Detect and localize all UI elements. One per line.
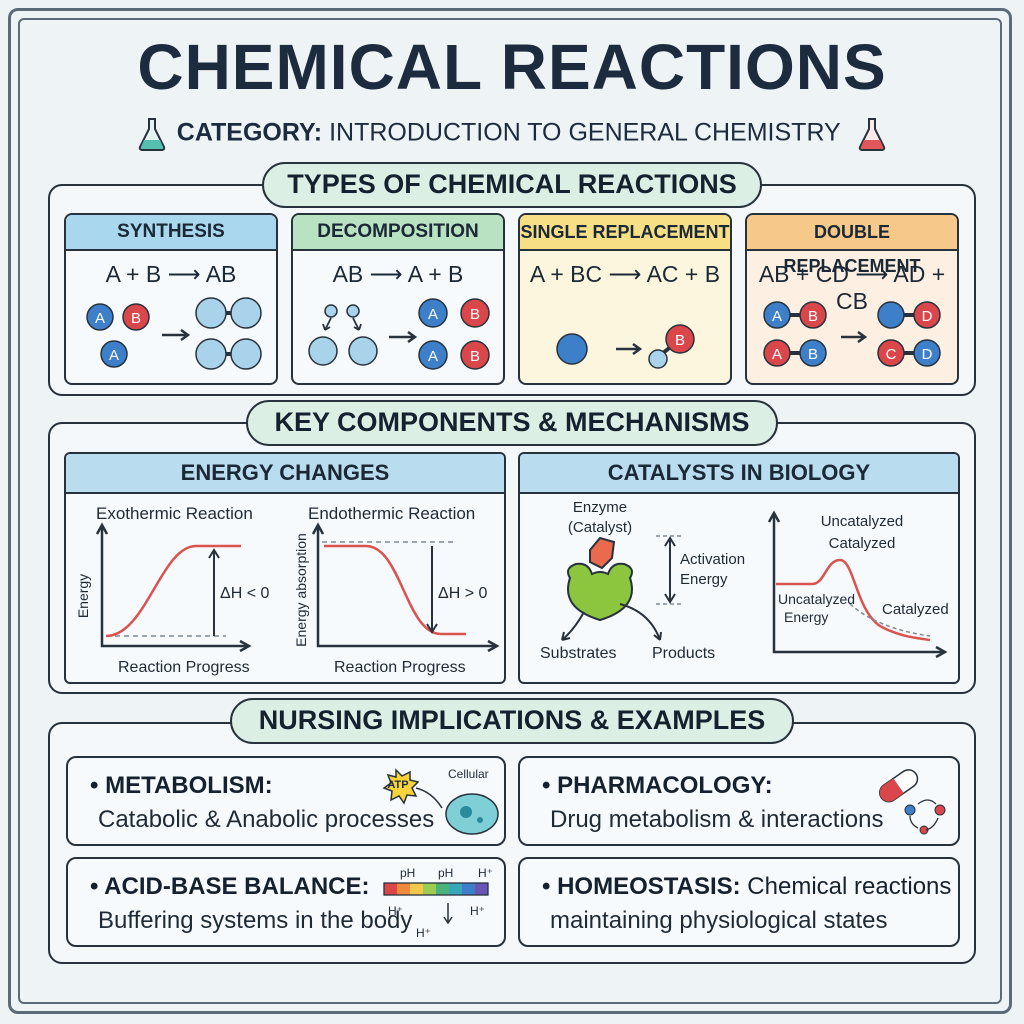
atom-b: B: [808, 346, 818, 363]
atom-a: A: [428, 348, 438, 365]
ph-label: pH: [400, 866, 415, 880]
decomposition-equation: AB ⟶ A + B: [332, 261, 464, 287]
atom-a: A: [428, 306, 438, 323]
single-replacement-equation: A + BC ⟶ AC + B: [529, 261, 721, 287]
single-replacement-title: SINGLE REPLACEMENT: [520, 215, 730, 251]
catalyzed-curve-label: Catalyzed: [882, 601, 949, 618]
energy-changes-title: ENERGY CHANGES: [66, 454, 504, 494]
atom-a: A: [772, 346, 782, 363]
metabolism-box: • METABOLISM: Catabolic & Anabolic proce…: [66, 756, 506, 846]
ph-scale-icon: pH pH H⁺ H⁺ H⁺ H⁺: [383, 866, 493, 940]
flask-icon: [138, 118, 165, 151]
atp-label: ATP: [387, 779, 408, 791]
uncatalyzed-label: Uncatalyzed: [821, 513, 904, 530]
category-value: INTRODUCTION TO GENERAL CHEMISTRY: [329, 118, 841, 147]
exothermic-y-label: Energy: [75, 574, 91, 618]
metabolism-title: • METABOLISM:: [90, 772, 273, 799]
metabolism-text: Catabolic & Anabolic processes: [98, 806, 435, 833]
homeostasis-title-rest: Chemical reactions: [740, 873, 952, 900]
h-ion-label-3: H⁺: [470, 904, 485, 918]
uncatalyzed-energy-label-2: Energy: [784, 609, 828, 625]
pharmacology-text: Drug metabolism & interactions: [550, 806, 884, 833]
atom-b: B: [808, 308, 818, 325]
atom-a: A: [109, 347, 119, 364]
double-replacement-title: DOUBLE REPLACEMENT: [747, 215, 957, 276]
decomposition-title: DECOMPOSITION: [293, 215, 503, 251]
energy-diagrams: Energy ΔH < 0 Reaction Progress Energy a…: [75, 522, 500, 676]
synthesis-equation: A + B ⟶ AB: [105, 261, 237, 287]
atom-b: B: [470, 348, 480, 365]
catalysts-panel: CATALYSTS IN BIOLOGY Enzyme (Catalyst) S…: [518, 452, 960, 684]
atom-b: B: [470, 306, 480, 323]
uncatalyzed-energy-label: Uncatalyzed: [778, 591, 855, 607]
catalysts-title: CATALYSTS IN BIOLOGY: [520, 454, 958, 494]
h-ion-label-4: H⁺: [416, 926, 431, 940]
atom-d: D: [922, 308, 933, 325]
catalysts-diagram: Enzyme (Catalyst) Substrates Products Ac…: [540, 499, 949, 662]
activation-energy-label: Energy: [680, 571, 728, 588]
acid-base-box: • ACID-BASE BALANCE: Buffering systems i…: [66, 857, 506, 947]
atom-a: A: [95, 310, 105, 327]
homeostasis-title: • HOMEOSTASIS:: [542, 873, 741, 900]
pharmacology-title: • PHARMACOLOGY:: [542, 772, 773, 799]
synthesis-title: SYNTHESIS: [66, 215, 276, 251]
products-label: Products: [652, 645, 715, 662]
atom-d: D: [922, 346, 933, 363]
homeostasis-title-line: • HOMEOSTASIS: Chemical reactions: [542, 873, 951, 901]
decomposition-illustration: A B A B: [308, 298, 490, 370]
pharmacology-box: • PHARMACOLOGY: Drug metabolism & intera…: [518, 756, 960, 846]
atom-b: B: [675, 332, 685, 349]
page-title: CHEMICAL REACTIONS: [137, 31, 887, 103]
single-replacement-illustration: B: [556, 324, 695, 369]
catalyst-label: (Catalyst): [568, 519, 632, 536]
components-heading: KEY COMPONENTS & MECHANISMS: [246, 400, 778, 446]
beaker-icon: [859, 118, 886, 151]
exothermic-title: Exothermic Reaction: [96, 504, 253, 523]
exothermic-x-label: Reaction Progress: [118, 659, 250, 676]
ph-label-2: pH: [438, 866, 453, 880]
substrates-label: Substrates: [540, 645, 616, 662]
atp-cell-icon: ATP Cellular: [382, 767, 499, 835]
atom-c: C: [886, 346, 897, 363]
double-replacement-illustration: A B A B D C D: [763, 301, 941, 367]
types-heading: TYPES OF CHEMICAL REACTIONS: [262, 162, 762, 208]
pill-capsule-icon: [879, 769, 946, 835]
double-replacement-equation: AB + CD ⟶ AD + CB: [758, 261, 946, 314]
endothermic-title: Endothermic Reaction: [308, 504, 476, 523]
outer-frame: [8, 8, 1012, 1014]
synthesis-illustration: A B A: [86, 297, 262, 370]
homeostasis-text: maintaining physiological states: [550, 907, 888, 934]
acid-base-text: Buffering systems in the body: [98, 907, 413, 934]
h-ion-label: H⁺: [478, 866, 493, 880]
category-line: CATEGORY: INTRODUCTION TO GENERAL CHEMIS…: [0, 116, 1024, 152]
h-ion-label-2: H⁺: [388, 904, 403, 918]
atom-b: B: [131, 310, 141, 327]
double-replacement-card: DOUBLE REPLACEMENT AB + CD ⟶ AD + CB A B…: [745, 213, 959, 385]
activation-label: Activation: [680, 551, 745, 568]
endothermic-x-label: Reaction Progress: [334, 659, 466, 676]
homeostasis-box: • HOMEOSTASIS: Chemical reactions mainta…: [518, 857, 960, 947]
catalyzed-label: Catalyzed: [829, 535, 896, 552]
decomposition-card: DECOMPOSITION AB ⟶ A + B A B A B: [291, 213, 505, 385]
enzyme-label: Enzyme: [573, 499, 627, 516]
substrate-shape: [589, 536, 616, 570]
inner-frame: [18, 18, 1002, 1004]
nursing-heading: NURSING IMPLICATIONS & EXAMPLES: [230, 698, 794, 744]
category-label: CATEGORY:: [176, 118, 323, 147]
endothermic-delta: ΔH > 0: [438, 585, 487, 602]
acid-base-title: • ACID-BASE BALANCE:: [90, 873, 370, 900]
energy-changes-panel: ENERGY CHANGES Exothermic Reaction Endot…: [64, 452, 506, 684]
single-replacement-card: SINGLE REPLACEMENT A + BC ⟶ AC + B B: [518, 213, 732, 385]
atom-a: A: [772, 308, 782, 325]
cellular-label: Cellular: [448, 767, 489, 781]
exothermic-delta: ΔH < 0: [220, 585, 269, 602]
endothermic-y-label: Energy absorption: [293, 533, 309, 647]
synthesis-card: SYNTHESIS A + B ⟶ AB A B A: [64, 213, 278, 385]
